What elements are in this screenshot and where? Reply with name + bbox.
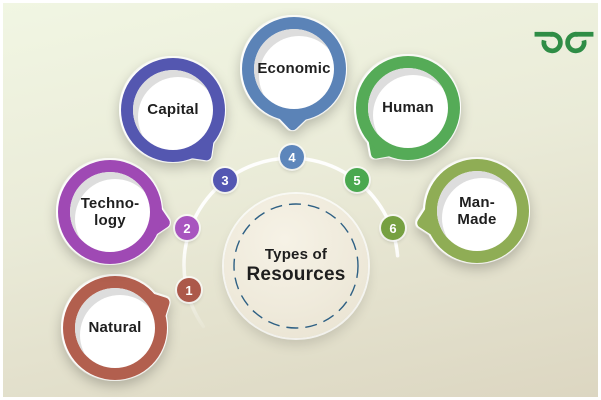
bubble-natural-inner xyxy=(75,288,155,368)
center-circle: Types of Resources xyxy=(224,194,368,338)
bubble-human-label: Human xyxy=(382,99,434,117)
center-dashed-ring xyxy=(233,203,359,329)
bubble-economic-inner xyxy=(254,29,334,109)
bubble-natural-label: Natural xyxy=(88,319,142,337)
center-title-line1: Types of xyxy=(264,245,328,263)
bubble-technology-inner xyxy=(70,172,150,252)
geeksforgeeks-logo-icon xyxy=(534,31,594,54)
bubble-technology: Techno- logy xyxy=(58,160,172,264)
badge-2: 2 xyxy=(175,216,199,240)
bubble-technology-label: Techno- logy xyxy=(80,194,140,229)
bubble-capital-label: Capital xyxy=(147,101,199,119)
badge-1: 1 xyxy=(177,278,201,302)
bubble-man-made-label: Man- Made xyxy=(457,193,497,228)
center-title: Types of Resources xyxy=(247,246,346,287)
arc-path xyxy=(182,156,400,329)
bubble-human: Human xyxy=(356,56,460,160)
bubble-human-inner xyxy=(368,68,448,148)
badge-5: 5 xyxy=(345,168,369,192)
center-title-line2: Resources xyxy=(246,263,346,285)
bubble-capital: Capital xyxy=(121,58,225,162)
badge-3: 3 xyxy=(213,168,237,192)
bubble-economic: Economic xyxy=(242,17,346,133)
bubble-man-made-inner xyxy=(437,171,517,251)
bubble-economic-label: Economic xyxy=(257,60,331,78)
bubble-man-made: Man- Made xyxy=(415,159,529,263)
badge-6: 6 xyxy=(381,216,405,240)
bubble-capital-inner xyxy=(133,70,213,150)
bubble-natural: Natural xyxy=(63,276,171,380)
badge-4: 4 xyxy=(280,145,304,169)
